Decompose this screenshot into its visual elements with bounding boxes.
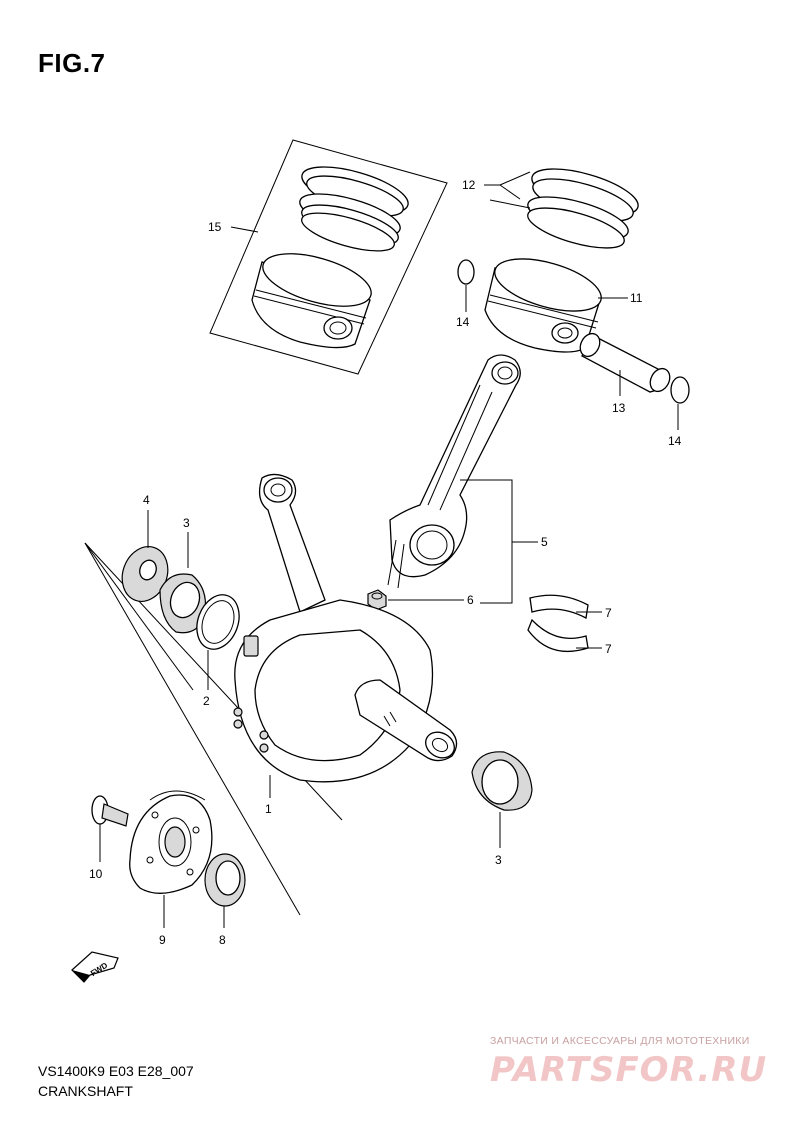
main-bearing-left: 3 (159, 516, 207, 634)
callout-11: 11 (630, 291, 643, 305)
callout-5: 5 (541, 535, 548, 549)
piston: 11 (484, 258, 643, 353)
figure-title: FIG.7 (38, 48, 106, 78)
piston-kit-group: 15 (208, 139, 448, 375)
callout-13: 13 (612, 401, 626, 415)
callout-10: 10 (89, 867, 103, 881)
callout-3-upper: 3 (183, 516, 190, 530)
piston-rings: 12 (462, 168, 639, 249)
circlip-right: 14 (668, 376, 690, 448)
callout-14-right: 14 (668, 434, 682, 448)
callout-3-lower: 3 (495, 853, 502, 867)
callout-9: 9 (159, 933, 166, 947)
piston-kit-piston (251, 253, 372, 349)
con-rod-nut: 6 (367, 589, 474, 611)
callout-14-left: 14 (456, 315, 470, 329)
callout-12: 12 (462, 178, 476, 192)
callout-2: 2 (203, 694, 210, 708)
callout-4: 4 (143, 493, 150, 507)
gear-bolt: 10 (89, 795, 129, 881)
callout-7-upper: 7 (605, 606, 612, 620)
circlip-left: 14 (456, 259, 475, 329)
con-rod-bearings: 7 7 (527, 594, 612, 656)
callout-15: 15 (208, 220, 222, 234)
figure-code: VS1400K9 E03 E28_007 (38, 1063, 194, 1079)
needle-bearing: 8 (204, 853, 246, 947)
main-bearing-right: 3 (471, 751, 533, 867)
starter-driven-gear: 9 (129, 790, 213, 947)
crankshaft: 1 (233, 473, 458, 816)
piston-rings-kit (299, 166, 409, 252)
piston-kit-frame (209, 139, 448, 375)
piston-pin: 13 (579, 332, 671, 415)
callout-1: 1 (265, 802, 272, 816)
crankshaft-shim: 2 (196, 594, 240, 708)
callout-7-lower: 7 (605, 642, 612, 656)
thrust-washer: 4 (121, 493, 169, 602)
callout-6: 6 (467, 593, 474, 607)
figure-name: CRANKSHAFT (38, 1083, 133, 1099)
connecting-rod: 5 (387, 354, 548, 604)
watermark-tagline: ЗАПЧАСТИ И АКСЕССУАРЫ ДЛЯ МОТОТЕХНИКИ (490, 1035, 750, 1047)
watermark-logo: PARTSFOR.RU (490, 1050, 768, 1090)
callout-8: 8 (219, 933, 226, 947)
fwd-arrow-icon: FWD (71, 951, 119, 983)
